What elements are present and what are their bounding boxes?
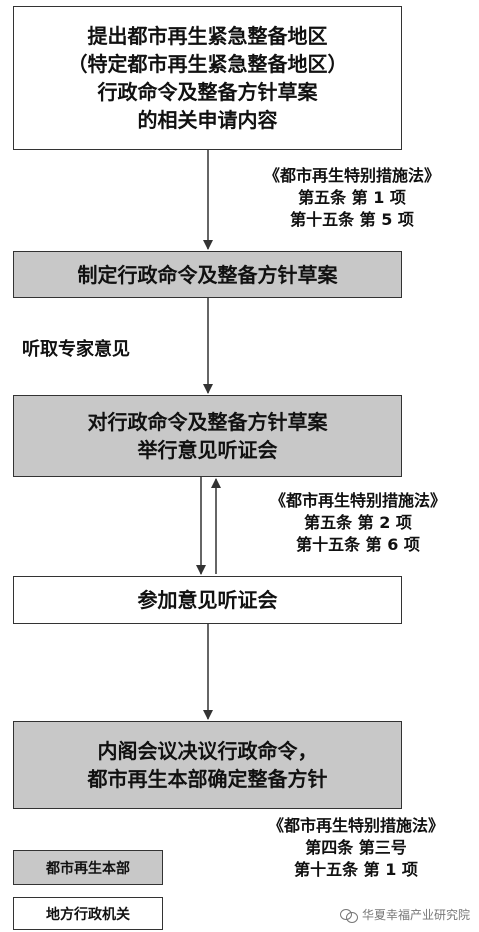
step2-line-1: 制定行政命令及整备方针草案 [77, 262, 338, 287]
step1-line-1: 提出都市再生紧急整备地区 [87, 24, 328, 48]
legend-gray: 都市再生本部 [13, 850, 163, 885]
step1-line-3: 行政命令及整备方针草案 [97, 80, 318, 104]
step1-box: 提出都市再生紧急整备地区 （特定都市再生紧急整备地区） 行政命令及整备方针草案 … [13, 6, 402, 150]
note1-line-3: 第十五条 第 5 项 [290, 210, 414, 229]
step5-box: 内阁会议决议行政命令， 都市再生本部确定整备方针 [13, 721, 402, 809]
note2-line-2: 第五条 第 2 项 [304, 513, 412, 532]
note3: 《都市再生特别措施法》 第四条 第三号 第十五条 第 1 项 [236, 815, 476, 881]
step3-box: 对行政命令及整备方针草案 举行意见听证会 [13, 395, 402, 477]
wechat-icon [340, 908, 358, 923]
note2-line-1: 《都市再生特别措施法》 [269, 491, 446, 510]
legend-white: 地方行政机关 [13, 897, 163, 930]
step2-box: 制定行政命令及整备方针草案 [13, 251, 402, 298]
step5-line-1: 内阁会议决议行政命令， [97, 739, 318, 763]
note1-line-2: 第五条 第 1 项 [298, 188, 406, 207]
note1-line-1: 《都市再生特别措施法》 [263, 166, 440, 185]
step5-line-2: 都市再生本部确定整备方针 [87, 767, 328, 791]
step3-line-2: 举行意见听证会 [137, 438, 278, 462]
note2-line-3: 第十五条 第 6 项 [296, 535, 420, 554]
note3-line-3: 第十五条 第 1 项 [294, 860, 418, 879]
step4-line-1: 参加意见听证会 [137, 588, 278, 612]
step3-line-1: 对行政命令及整备方针草案 [87, 410, 328, 434]
note1: 《都市再生特别措施法》 第五条 第 1 项 第十五条 第 5 项 [232, 165, 472, 231]
watermark-text: 华夏幸福产业研究院 [362, 908, 471, 922]
side-label: 听取专家意见 [22, 339, 130, 360]
note3-line-2: 第四条 第三号 [305, 838, 407, 857]
step1-line-4: 的相关申请内容 [137, 108, 278, 132]
watermark: 华夏幸福产业研究院 [340, 906, 470, 923]
step1-line-2: （特定都市再生紧急整备地区） [67, 52, 348, 76]
note2: 《都市再生特别措施法》 第五条 第 2 项 第十五条 第 6 项 [238, 490, 478, 556]
note3-line-1: 《都市再生特别措施法》 [267, 816, 444, 835]
step4-box: 参加意见听证会 [13, 576, 402, 624]
